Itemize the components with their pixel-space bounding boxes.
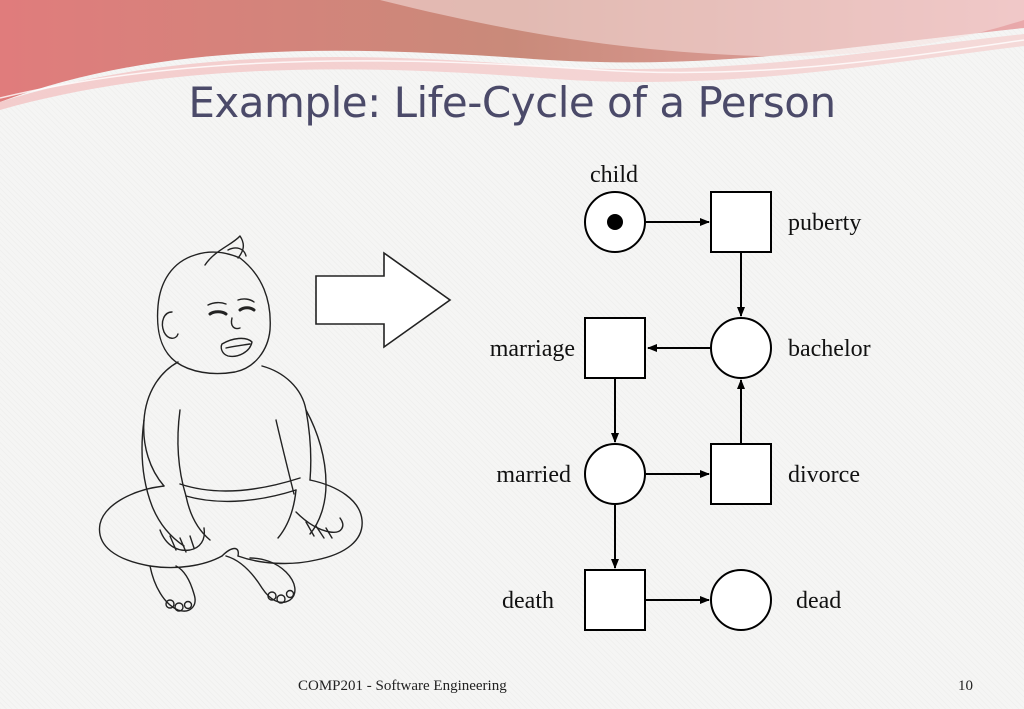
token bbox=[607, 214, 623, 230]
place-married bbox=[584, 443, 646, 505]
label-death: death bbox=[502, 588, 554, 614]
arcs bbox=[611, 218, 745, 604]
label-puberty: puberty bbox=[788, 210, 861, 236]
baby-illustration bbox=[98, 235, 363, 612]
label-divorce: divorce bbox=[788, 462, 860, 488]
transition-puberty bbox=[710, 191, 772, 253]
transition-marriage bbox=[584, 317, 646, 379]
pointer-arrow bbox=[315, 251, 452, 349]
slide-title: Example: Life-Cycle of a Person bbox=[188, 78, 836, 127]
footer-course: COMP201 - Software Engineering bbox=[298, 678, 507, 694]
label-bachelor: bachelor bbox=[788, 336, 871, 362]
transition-divorce bbox=[710, 443, 772, 505]
transition-death bbox=[584, 569, 646, 631]
label-married: married bbox=[496, 462, 571, 488]
place-bachelor bbox=[710, 317, 772, 379]
label-marriage: marriage bbox=[490, 336, 575, 362]
label-dead: dead bbox=[796, 588, 841, 614]
label-child: child bbox=[590, 162, 638, 188]
header-banner bbox=[0, 0, 1024, 110]
place-dead bbox=[710, 569, 772, 631]
page-number: 10 bbox=[958, 678, 973, 694]
